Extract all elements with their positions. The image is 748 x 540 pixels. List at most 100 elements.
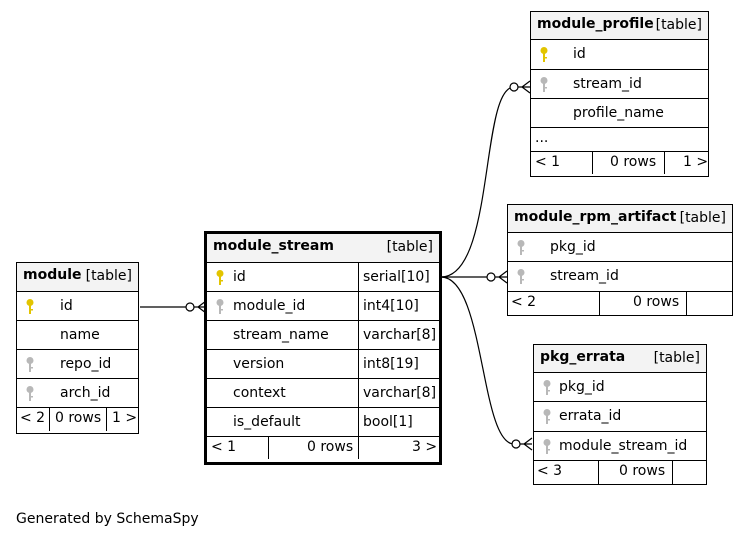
column-row[interactable]: version int8[19] — [207, 350, 439, 379]
parents-count: < 2 — [20, 410, 46, 426]
divider — [686, 292, 687, 315]
column-row[interactable]: profile_name — [531, 99, 708, 128]
foreign-key-icon — [542, 379, 552, 400]
divider — [358, 292, 359, 320]
column-row[interactable]: name — [17, 321, 138, 350]
column-row[interactable]: is_default bool[1] — [207, 408, 439, 437]
divider — [598, 461, 599, 484]
table-header: module_stream [table] — [207, 234, 439, 263]
table-header: module [table] — [17, 263, 138, 292]
generated-by-credit: Generated by SchemaSpy — [16, 511, 199, 527]
row-count: 0 rows — [610, 154, 657, 170]
table-footer: < 1 0 rows 3 > — [207, 437, 439, 459]
table-pkg-errata[interactable]: pkg_errata [table] pkg_id errata_id modu… — [533, 344, 707, 485]
table-module-profile[interactable]: module_profile [table] id stream_id prof… — [530, 11, 709, 177]
divider — [664, 152, 665, 174]
more-columns-row: ... — [531, 128, 708, 152]
divider — [358, 321, 359, 349]
table-tag: [table] — [386, 239, 433, 255]
divider — [49, 408, 50, 431]
table-module-rpm-artifact[interactable]: module_rpm_artifact [table] pkg_id strea… — [507, 204, 733, 316]
row-count: 0 rows — [55, 410, 102, 426]
foreign-key-icon — [539, 76, 549, 97]
divider — [106, 408, 107, 431]
divider — [358, 350, 359, 378]
column-row[interactable]: id — [531, 40, 708, 70]
table-name: module_profile — [537, 16, 654, 32]
divider — [358, 263, 359, 291]
table-module-stream[interactable]: module_stream [table] id serial[10] modu… — [204, 231, 442, 465]
column-row[interactable]: context varchar[8] — [207, 379, 439, 408]
foreign-key-icon — [25, 356, 35, 377]
column-type: varchar[8] — [363, 385, 437, 401]
table-header: module_rpm_artifact [table] — [508, 205, 732, 233]
table-name: module_stream — [213, 238, 334, 254]
table-footer: < 3 0 rows — [534, 461, 706, 484]
table-tag: [table] — [655, 17, 702, 33]
column-row[interactable]: stream_id — [531, 70, 708, 99]
column-name: id — [573, 46, 586, 62]
column-row[interactable]: arch_id — [17, 379, 138, 408]
column-row[interactable]: repo_id — [17, 350, 138, 379]
column-row[interactable]: stream_id — [508, 262, 732, 292]
column-row[interactable]: pkg_id — [508, 233, 732, 262]
column-name: pkg_id — [550, 239, 596, 255]
foreign-key-icon — [25, 385, 35, 406]
column-row[interactable]: module_id int4[10] — [207, 292, 439, 321]
table-name: module_rpm_artifact — [514, 209, 677, 225]
column-name: errata_id — [559, 408, 622, 424]
column-name: stream_name — [233, 327, 329, 343]
children-count: 1 > — [683, 154, 709, 170]
row-count: 0 rows — [619, 463, 666, 479]
foreign-key-icon — [542, 438, 552, 459]
primary-key-icon — [539, 46, 549, 67]
ellipsis: ... — [535, 130, 549, 146]
divider — [358, 408, 359, 436]
edge-module-stream-to-module-profile — [440, 86, 515, 278]
divider — [672, 461, 673, 484]
column-name: context — [233, 385, 286, 401]
table-footer: < 1 0 rows 1 > — [531, 152, 708, 174]
foreign-key-icon — [516, 268, 526, 289]
column-row[interactable]: errata_id — [534, 402, 706, 432]
column-name: arch_id — [60, 385, 111, 401]
column-row[interactable]: id — [17, 292, 138, 321]
table-header: module_profile [table] — [531, 12, 708, 40]
children-count: 3 > — [412, 439, 438, 455]
divider — [358, 437, 359, 459]
table-footer: < 2 0 rows 1 > — [17, 408, 138, 431]
parents-count: < 2 — [511, 294, 537, 310]
children-count: 1 > — [112, 410, 138, 426]
divider — [599, 292, 600, 315]
column-row[interactable]: pkg_id — [534, 373, 706, 402]
table-name: pkg_errata — [540, 349, 626, 365]
parents-count: < 1 — [535, 154, 561, 170]
table-tag: [table] — [85, 268, 132, 284]
column-name: stream_id — [573, 76, 642, 92]
column-name: repo_id — [60, 356, 112, 372]
row-count: 0 rows — [307, 439, 354, 455]
foreign-key-icon — [516, 239, 526, 260]
column-type: int4[10] — [363, 298, 419, 314]
row-count: 0 rows — [633, 294, 680, 310]
column-row[interactable]: module_stream_id — [534, 432, 706, 461]
foreign-key-icon — [215, 298, 225, 319]
column-name: profile_name — [573, 105, 664, 121]
column-row[interactable]: stream_name varchar[8] — [207, 321, 439, 350]
column-name: module_stream_id — [559, 438, 688, 454]
foreign-key-icon — [542, 408, 552, 429]
column-name: stream_id — [550, 268, 619, 284]
column-name: pkg_id — [559, 379, 605, 395]
divider — [592, 152, 593, 174]
table-module[interactable]: module [table] id name repo_id arch_id <… — [16, 262, 139, 434]
column-name: name — [60, 327, 100, 343]
column-name: version — [233, 356, 285, 372]
table-tag: [table] — [679, 210, 726, 226]
primary-key-icon — [25, 298, 35, 319]
primary-key-icon — [215, 269, 225, 290]
crow-foot-markers — [185, 80, 533, 451]
column-type: varchar[8] — [363, 327, 437, 343]
column-row[interactable]: id serial[10] — [207, 263, 439, 292]
column-type: bool[1] — [363, 414, 413, 430]
